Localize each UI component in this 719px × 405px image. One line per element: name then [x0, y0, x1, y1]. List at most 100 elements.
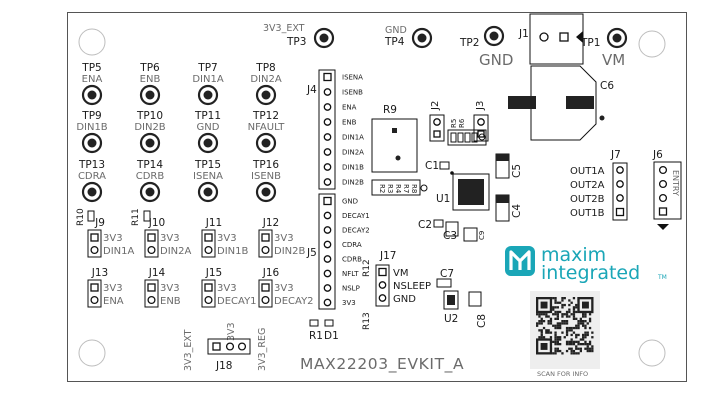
- resistor-bank-labels: R2 R3 R4 R7 R8: [371, 179, 428, 196]
- label-j12: J12: [262, 217, 279, 229]
- j5-pin-3v3: 3V3: [342, 299, 356, 307]
- label-gnd-big: GND: [479, 51, 513, 69]
- qr-code: SCAN FOR INFO: [530, 291, 600, 378]
- net-din1b: DIN1B: [76, 122, 107, 133]
- resistor-r9: [371, 118, 418, 173]
- resistor-r9-via: [395, 155, 401, 161]
- label-d1: D1: [324, 330, 339, 342]
- label-tp15: TP15: [194, 159, 221, 171]
- j5-pin-cdra: CDRA: [342, 241, 362, 249]
- chip-u1: [450, 171, 490, 211]
- chip-u2: [443, 290, 459, 310]
- header-j18[interactable]: [207, 338, 251, 355]
- jumper-label-top: 3V3: [274, 283, 294, 294]
- resistor-r11: [143, 210, 151, 222]
- label-j17: J17: [379, 250, 396, 262]
- label-tp8: TP8: [255, 62, 275, 74]
- net-gnd: GND: [197, 122, 220, 133]
- resistor-bank-pin1: [420, 184, 428, 192]
- label-c7: C7: [440, 268, 454, 280]
- jumper-label-bottom: DECAY2: [274, 296, 314, 307]
- label-j9: J9: [94, 217, 105, 229]
- j4-pin-din2a: DIN2A: [342, 149, 364, 157]
- testpoint-tp1[interactable]: [606, 27, 628, 49]
- net-nfault: NFAULT: [248, 122, 286, 133]
- testpoint-tp4[interactable]: [411, 27, 433, 49]
- resistor-bank-outline: [371, 179, 421, 196]
- connector-j6[interactable]: [653, 161, 682, 230]
- label-c8: C8: [476, 314, 488, 328]
- label-r13: R13: [362, 312, 372, 330]
- label-r8: R8: [410, 184, 418, 193]
- net-cdra: CDRA: [78, 171, 106, 182]
- j5-pin-nslp: NSLP: [342, 285, 360, 293]
- label-j13: J13: [91, 267, 108, 279]
- label-r12: R12: [362, 259, 372, 277]
- header-j5-outline: [318, 193, 336, 310]
- label-tp12: TP12: [252, 110, 279, 122]
- label-j18: J18: [215, 360, 232, 372]
- capacitor-c9: [463, 227, 478, 242]
- j7-pin-out1a: OUT1A: [570, 166, 605, 177]
- jumper-label-bottom: DIN2B: [274, 246, 305, 257]
- label-j5: J5: [306, 247, 317, 259]
- capacitor-c8: [468, 291, 482, 307]
- testpoint-tp2[interactable]: [483, 25, 505, 47]
- label-entry: ENTRY: [671, 170, 680, 196]
- resistor-r1: [309, 319, 319, 327]
- net-din2b: DIN2B: [134, 122, 165, 133]
- board-name: MAX22203_EVKIT_A: [300, 355, 464, 374]
- label-c2: C2: [418, 219, 432, 231]
- j4-pin-din1a: DIN1A: [342, 134, 364, 142]
- jumper-label-bottom: DIN1B: [217, 246, 248, 257]
- label-j3: J3: [475, 101, 486, 111]
- maxim-logo-line2: integrated: [541, 262, 640, 284]
- jumper-j2[interactable]: [429, 114, 445, 142]
- connector-j1[interactable]: [529, 13, 584, 65]
- label-r2: R2: [378, 184, 386, 193]
- label-r6: R6: [458, 118, 466, 128]
- label-c5: C5: [511, 164, 523, 178]
- label-tp4: TP4: [384, 36, 405, 48]
- jumper-label-bottom: ENA: [103, 296, 124, 307]
- label-tp14: TP14: [136, 159, 163, 171]
- label-c4: C4: [511, 204, 523, 218]
- label-r3: R3: [386, 184, 394, 193]
- label-3v3-ext-top: 3V3_EXT: [263, 23, 305, 34]
- j17-pin-nsleep: NSLEEP: [393, 281, 431, 292]
- jumper-label-bottom: DIN1A: [103, 246, 134, 257]
- label-j7: J7: [610, 149, 621, 161]
- label-tp9: TP9: [81, 110, 101, 122]
- testpoint-tp3[interactable]: [313, 27, 335, 49]
- net-din1a: DIN1A: [192, 74, 223, 85]
- label-tp6: TP6: [139, 62, 160, 74]
- label-tp1: TP1: [580, 37, 600, 49]
- net-din2a: DIN2A: [250, 74, 281, 85]
